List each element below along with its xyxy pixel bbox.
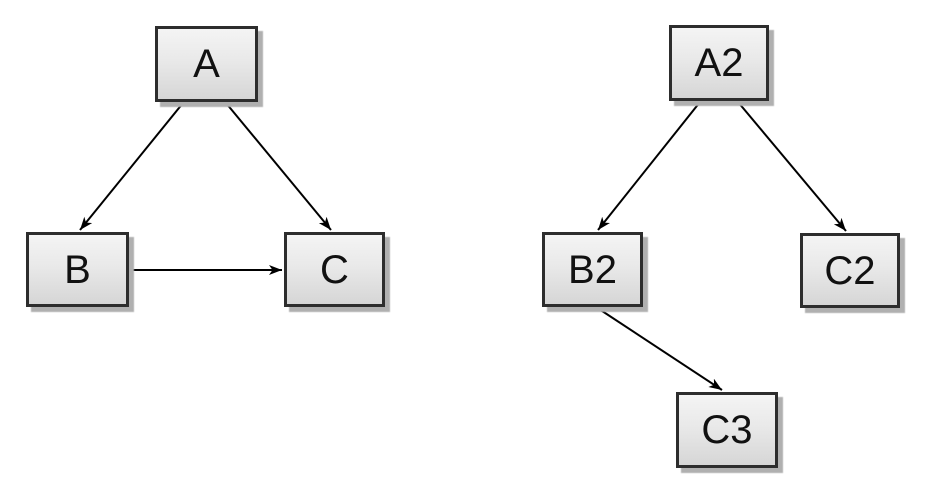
node-b[interactable]: B	[26, 232, 129, 307]
node-c-label: C	[320, 247, 349, 292]
edge-a2-to-c2[interactable]	[737, 101, 847, 232]
edge-a2-to-b2[interactable]	[597, 101, 701, 231]
node-c[interactable]: C	[284, 232, 385, 307]
node-c3-label: C3	[701, 408, 753, 452]
node-a[interactable]: A	[155, 26, 258, 102]
edge-a-to-c[interactable]	[225, 102, 332, 231]
node-b2-label: B2	[568, 247, 617, 292]
node-b-label: B	[64, 247, 91, 292]
node-c3[interactable]: C3	[676, 392, 778, 468]
node-c2[interactable]: C2	[800, 233, 900, 308]
edge-b2-to-c3[interactable]	[595, 306, 723, 391]
edge-a-to-b[interactable]	[79, 102, 184, 231]
node-a2[interactable]: A2	[669, 25, 769, 101]
node-a2-label: A2	[694, 41, 744, 85]
node-a-label: A	[193, 42, 220, 86]
node-b2[interactable]: B2	[542, 232, 643, 307]
node-c2-label: C2	[824, 248, 876, 293]
